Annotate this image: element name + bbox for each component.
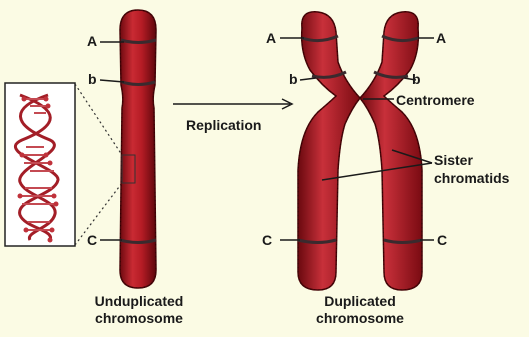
unduplicated-caption: Unduplicated chromosome [74, 293, 204, 327]
chromatids-label: chromatids [434, 171, 509, 185]
right-gene-a-label: A [436, 31, 446, 45]
unduplicated-gene-c-label: C [87, 233, 97, 247]
duplicated-caption-line2: chromosome [295, 310, 425, 327]
unduplicated-caption-line1: Unduplicated [74, 293, 204, 310]
zoom-lines [75, 84, 122, 245]
left-gene-c-label: C [262, 233, 272, 247]
unduplicated-gene-a-label: A [87, 34, 97, 48]
centromere-label: Centromere [396, 93, 475, 107]
unduplicated-gene-b-label: b [88, 72, 97, 86]
right-gene-b-label: b [412, 72, 421, 86]
left-gene-b-label: b [289, 72, 298, 86]
replication-label: Replication [186, 118, 261, 132]
right-gene-c-label: C [437, 233, 447, 247]
unduplicated-chromosome [100, 10, 156, 288]
unduplicated-caption-line2: chromosome [74, 310, 204, 327]
replication-arrow [173, 99, 292, 109]
duplicated-caption: Duplicated chromosome [295, 293, 425, 327]
duplicated-caption-line1: Duplicated [295, 293, 425, 310]
right-sister-chromatid [360, 12, 422, 290]
dna-inset [5, 83, 75, 246]
sister-label: Sister [434, 153, 473, 167]
left-gene-a-label: A [266, 31, 276, 45]
left-sister-chromatid [298, 12, 360, 290]
